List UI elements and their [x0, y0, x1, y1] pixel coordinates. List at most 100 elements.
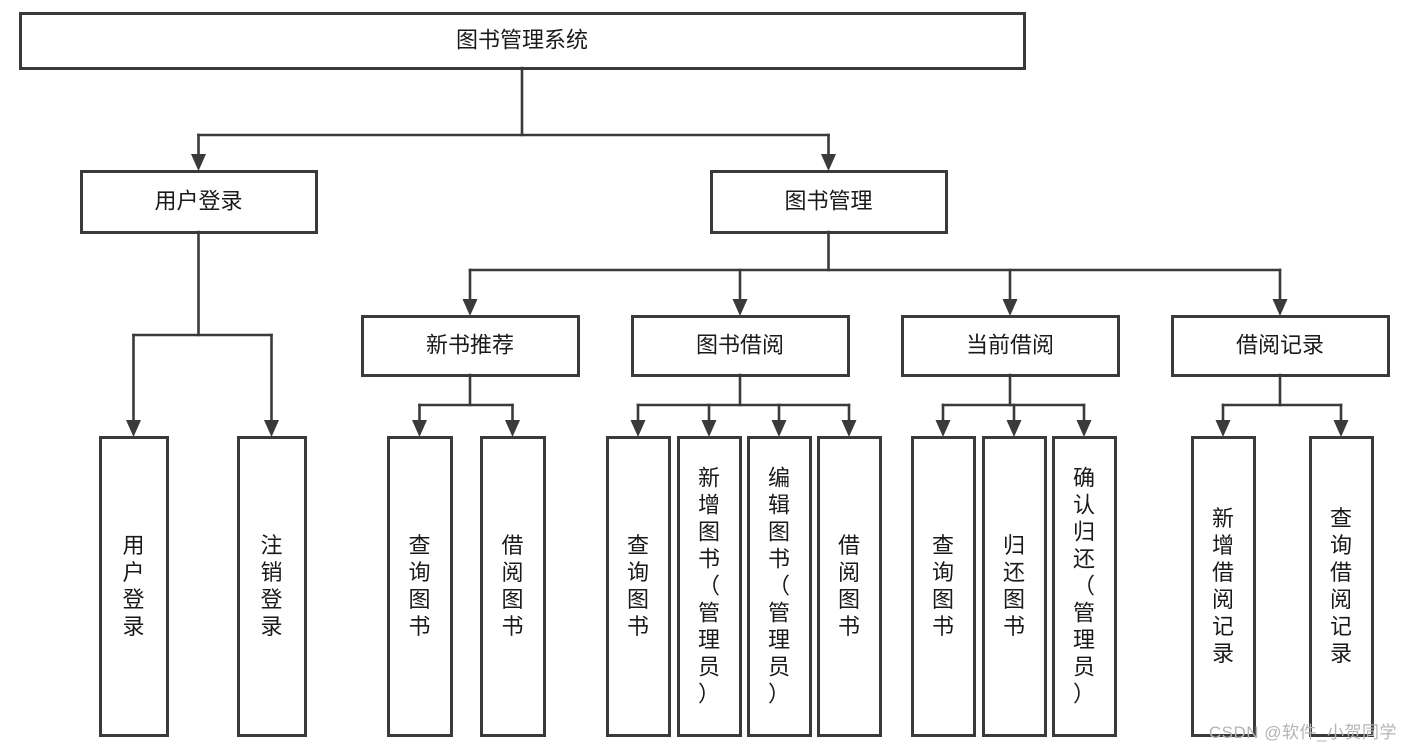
connector-arrow-leaf-edit-book [771, 403, 787, 437]
node-box-leaf-query-book-1[interactable] [387, 436, 453, 737]
node-label-char: 询 [627, 560, 649, 585]
node-label-char: 还 [1073, 547, 1095, 572]
node-label-char: 图 [838, 587, 860, 612]
node-label-user-login: 用户登录 [154, 188, 242, 213]
connector-arrow-level2-2 [1002, 268, 1018, 316]
connector-arrow-leaf-add-record [1215, 403, 1231, 437]
node-box-leaf-add-record[interactable] [1191, 436, 1256, 737]
node-box-leaf-confirm-return[interactable] [1052, 436, 1117, 737]
node-label-char: 编 [768, 466, 790, 491]
node-label-char: 图 [932, 587, 954, 612]
node-label-char: 查 [932, 533, 954, 558]
arrow-head-icon [1215, 420, 1231, 437]
node-label-current-borrow: 当前借阅 [966, 332, 1054, 357]
node-label-char: 员 [768, 655, 790, 680]
node-box-leaf-borrow-book-2[interactable] [817, 436, 882, 737]
node-box-borrow-record[interactable] [1171, 315, 1390, 377]
arrow-head-icon [505, 420, 520, 437]
node-label-char: 录 [122, 614, 144, 639]
node-box-leaf-query-book-2[interactable] [606, 436, 671, 737]
node-label-char: 录 [260, 614, 282, 639]
node-label-char: ） [1073, 682, 1095, 707]
node-label-leaf-user-login: 用户登录 [122, 533, 144, 639]
node-label-char: 查 [1330, 506, 1352, 531]
node-label-char: 还 [1003, 560, 1025, 585]
node-label-char: 记 [1212, 614, 1234, 639]
node-label-char: 借 [838, 533, 860, 558]
node-label-char: 新 [698, 466, 720, 491]
node-label-root: 图书管理系统 [456, 27, 588, 52]
node-label-char: 辑 [768, 493, 790, 518]
node-label-char: 书 [768, 547, 790, 572]
node-box-leaf-return-book[interactable] [982, 436, 1047, 737]
arrow-head-icon [1006, 420, 1022, 437]
node-label-char: 录 [1212, 641, 1234, 666]
node-label-char: 书 [1003, 614, 1025, 639]
node-label-char: 阅 [1330, 587, 1352, 612]
arrow-head-icon [1272, 299, 1288, 316]
node-box-user-login[interactable] [80, 170, 318, 234]
node-label-char: 图 [768, 520, 790, 545]
node-label-char: 查 [408, 533, 430, 558]
node-label-char: 图 [408, 587, 430, 612]
connector-arrow-level1-1 [821, 133, 836, 171]
connector-arrow-leaf-return-book [1006, 403, 1022, 437]
node-label-char: 理 [698, 628, 720, 653]
node-label-char: 销 [260, 560, 282, 585]
arrow-head-icon [821, 154, 836, 171]
node-box-leaf-user-login[interactable] [99, 436, 169, 737]
node-box-leaf-query-book-3[interactable] [911, 436, 976, 737]
arrow-head-icon [1002, 299, 1018, 316]
node-label-char: 登 [122, 587, 144, 612]
connector-arrow-leaf-confirm-return [1076, 403, 1092, 437]
node-label-char: 借 [1330, 560, 1352, 585]
node-box-book-manage[interactable] [710, 170, 948, 234]
connector-arrow-leaf-logout [264, 333, 279, 437]
node-box-leaf-edit-book[interactable] [747, 436, 812, 737]
node-box-leaf-borrow-book-1[interactable] [480, 436, 546, 737]
connector-arrow-leaf-add-book [701, 403, 717, 437]
arrow-head-icon [412, 420, 427, 437]
connector-arrow-leaf-borrow-book-2 [841, 403, 857, 437]
node-label-char: 书 [838, 614, 860, 639]
node-box-leaf-add-book[interactable] [677, 436, 742, 737]
node-label-char: ） [698, 682, 720, 707]
node-label-char: 员 [698, 655, 720, 680]
node-label-char: 员 [1073, 655, 1095, 680]
node-box-root[interactable] [19, 12, 1026, 70]
arrow-head-icon [1076, 420, 1092, 437]
node-box-leaf-logout[interactable] [237, 436, 307, 737]
node-label-char: 阅 [1212, 587, 1234, 612]
node-label-book-manage: 图书管理 [784, 188, 872, 213]
connector-arrow-leaf-query-book-1 [412, 403, 427, 437]
node-label-char: 理 [768, 628, 790, 653]
connector-arrow-leaf-query-record [1333, 403, 1349, 437]
connector-arrow-level2-3 [1272, 268, 1288, 316]
node-label-char: 询 [932, 560, 954, 585]
node-label-char: 录 [1330, 641, 1352, 666]
arrow-head-icon [1333, 420, 1349, 437]
connector-arrow-leaf-borrow-book-1 [505, 403, 520, 437]
node-label-char: （ [1073, 574, 1095, 599]
node-label-char: 管 [698, 601, 720, 626]
arrow-head-icon [264, 420, 279, 437]
arrow-head-icon [191, 154, 206, 171]
node-label-char: 户 [122, 560, 144, 585]
node-label-char: 用 [122, 533, 144, 558]
node-box-leaf-query-record[interactable] [1309, 436, 1374, 737]
node-label-char: 增 [698, 493, 720, 518]
node-label-char: 书 [698, 547, 720, 572]
node-label-char: 阅 [838, 560, 860, 585]
node-label-borrow-record: 借阅记录 [1236, 332, 1324, 357]
node-label-char: 图 [698, 520, 720, 545]
node-label-char: 归 [1003, 533, 1025, 558]
node-label-char: 图 [501, 587, 523, 612]
